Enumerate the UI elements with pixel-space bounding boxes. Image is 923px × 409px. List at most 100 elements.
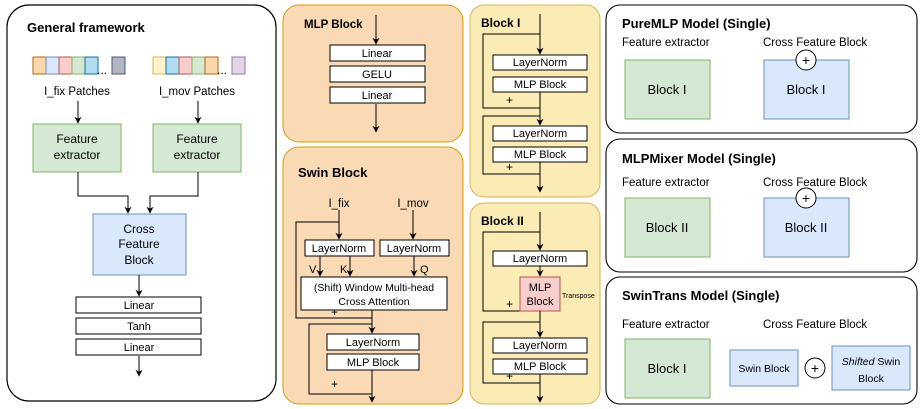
- mov-patches-label: I_mov Patches: [159, 86, 235, 98]
- block2-title: Block II: [481, 214, 524, 228]
- pure-mlp-fe-block: [624, 59, 711, 120]
- head-linear-2-label: Linear: [124, 342, 155, 354]
- mlp-gelu-label: GELU: [362, 69, 392, 81]
- feature-extractor-mov: [152, 123, 242, 173]
- block1-layernorm-1: [492, 54, 588, 71]
- mlp-linear-1-label: Linear: [362, 48, 393, 60]
- block2-layernorm-2: [492, 337, 588, 354]
- swin-trans-shifted-block: [831, 345, 911, 391]
- general-framework-title: General framework: [27, 20, 146, 35]
- head-linear-1: [75, 296, 202, 314]
- mlp-mixer-title: MLPMixer Model (Single): [622, 151, 776, 166]
- head-tanh: [75, 317, 202, 335]
- swin-layernorm-mov-label: LayerNorm: [387, 243, 441, 255]
- feature-extractor-mov-line1: Feature: [176, 132, 218, 146]
- swin-trans-fe-label: Feature extractor: [622, 319, 710, 331]
- swin-mlp-block-label: MLP Block: [347, 357, 400, 369]
- block1-panel: Block I + LayerNorm MLP Block + LayerNor…: [469, 4, 601, 198]
- swin-v-label: V: [309, 264, 317, 276]
- cross-feature-block-general: [92, 213, 187, 276]
- swin-trans-fe-block-label: Block I: [647, 361, 686, 376]
- pure-mlp-panel: PureMLP Model (Single) Feature extractor…: [605, 4, 918, 134]
- swin-trans-plus: +: [811, 360, 819, 376]
- block2-token-mlp: [519, 276, 561, 312]
- swin-input-mov: I_mov: [397, 198, 429, 210]
- cfb-general-line1: Cross: [123, 222, 154, 236]
- mlp-mixer-fe-block-label: Block II: [646, 220, 689, 235]
- block1-layernorm-2: [492, 125, 588, 142]
- swin-trans-panel: SwinTrans Model (Single) Feature extract…: [605, 276, 918, 405]
- pure-mlp-title: PureMLP Model (Single): [622, 16, 771, 31]
- swin-trans-shifted-line1: Shifted Swin: [842, 356, 901, 368]
- swin-plus-2: +: [331, 377, 338, 391]
- pure-mlp-cfb-block-label: Block I: [786, 82, 825, 97]
- feature-extractor-mov-line2: extractor: [174, 148, 221, 162]
- swin-block-panel: Swin Block I_fix I_mov + LayerNorm Layer…: [282, 146, 464, 405]
- block1-title: Block I: [481, 16, 520, 30]
- feature-extractor-fix: [32, 123, 122, 173]
- head-linear-1-label: Linear: [124, 300, 155, 312]
- mlp-mixer-fe-block: [624, 197, 711, 258]
- block2-token-mlp-line2: Block: [527, 296, 554, 308]
- pure-mlp-fe-label: Feature extractor: [622, 37, 710, 49]
- block2-layernorm-2-label: LayerNorm: [513, 340, 567, 352]
- swin-trans-plus-icon: [804, 357, 826, 379]
- swin-layernorm-2: [326, 333, 420, 351]
- swin-trans-cfb-label: Cross Feature Block: [763, 319, 867, 331]
- swin-attention-box: [300, 276, 448, 311]
- swin-q-label: Q: [420, 264, 429, 276]
- swin-layernorm-fix: [304, 239, 375, 257]
- swin-layernorm-2-label: LayerNorm: [346, 337, 400, 349]
- fix-patch-ellipsis: ...: [97, 63, 107, 77]
- block1-plus-1: +: [506, 93, 513, 107]
- mov-patch-strip: [152, 56, 246, 75]
- block2-token-mlp-line1: MLP: [529, 282, 552, 294]
- block2-transpose-label: Transpose: [562, 293, 595, 300]
- block2-mlp-2-label: MLP Block: [514, 361, 567, 373]
- pure-mlp-plus-icon: [795, 49, 817, 71]
- swin-trans-swin-block-label: Swin Block: [738, 363, 790, 375]
- fix-patches-label: I_fix Patches: [44, 86, 110, 98]
- swin-trans-swin-block: [729, 349, 799, 387]
- head-linear-2: [75, 338, 202, 356]
- block1-layernorm-2-label: LayerNorm: [513, 128, 567, 140]
- mlp-block-title: MLP Block: [304, 19, 363, 31]
- mov-patch-ellipsis: ...: [217, 63, 227, 77]
- pure-mlp-fe-block-label: Block I: [647, 82, 686, 97]
- swin-trans-shifted-line2: Block: [858, 373, 884, 385]
- cfb-general-line3: Block: [124, 253, 154, 267]
- mlp-linear-1: [329, 44, 426, 62]
- mlp-mixer-fe-label: Feature extractor: [622, 177, 710, 189]
- mlp-linear-2: [329, 86, 426, 104]
- pure-mlp-cfb-label: Cross Feature Block: [763, 37, 867, 49]
- mlp-gelu: [329, 65, 426, 83]
- swin-attention-line2: Cross Attention: [338, 296, 409, 308]
- head-tanh-label: Tanh: [127, 321, 151, 333]
- block2-plus-1: +: [506, 297, 513, 311]
- cfb-general-line2: Feature: [118, 237, 160, 251]
- mlp-mixer-plus: +: [802, 190, 810, 206]
- pure-mlp-plus: +: [802, 52, 810, 68]
- block2-panel: Block II + LayerNorm MLP Block Transpose…: [469, 202, 601, 405]
- feature-extractor-fix-line1: Feature: [56, 132, 98, 146]
- mlp-mixer-plus-icon: [795, 187, 817, 209]
- swin-layernorm-fix-label: LayerNorm: [312, 243, 366, 255]
- general-framework-frame: [6, 4, 277, 402]
- swin-input-fix: I_fix: [328, 198, 349, 210]
- mlp-block-panel: MLP Block Linear GELU Linear: [282, 4, 464, 143]
- block2-layernorm-1-label: LayerNorm: [513, 253, 567, 265]
- mlp-mixer-panel: MLPMixer Model (Single) Feature extracto…: [605, 138, 918, 273]
- block1-layernorm-1-label: LayerNorm: [513, 57, 567, 69]
- swin-trans-fe-block: [624, 338, 711, 399]
- swin-trans-shifted-word: Shifted: [842, 356, 876, 368]
- swin-trans-title: SwinTrans Model (Single): [622, 288, 779, 303]
- block2-plus-2: +: [506, 369, 513, 383]
- mlp-linear-2-label: Linear: [362, 90, 393, 102]
- feature-extractor-fix-line2: extractor: [54, 148, 101, 162]
- swin-mlp-block: [326, 353, 420, 371]
- swin-k-label: K: [340, 264, 348, 276]
- swin-plus-1: +: [331, 305, 338, 319]
- block1-mlp-1-label: MLP Block: [514, 79, 567, 91]
- block1-mlp-2-label: MLP Block: [514, 149, 567, 161]
